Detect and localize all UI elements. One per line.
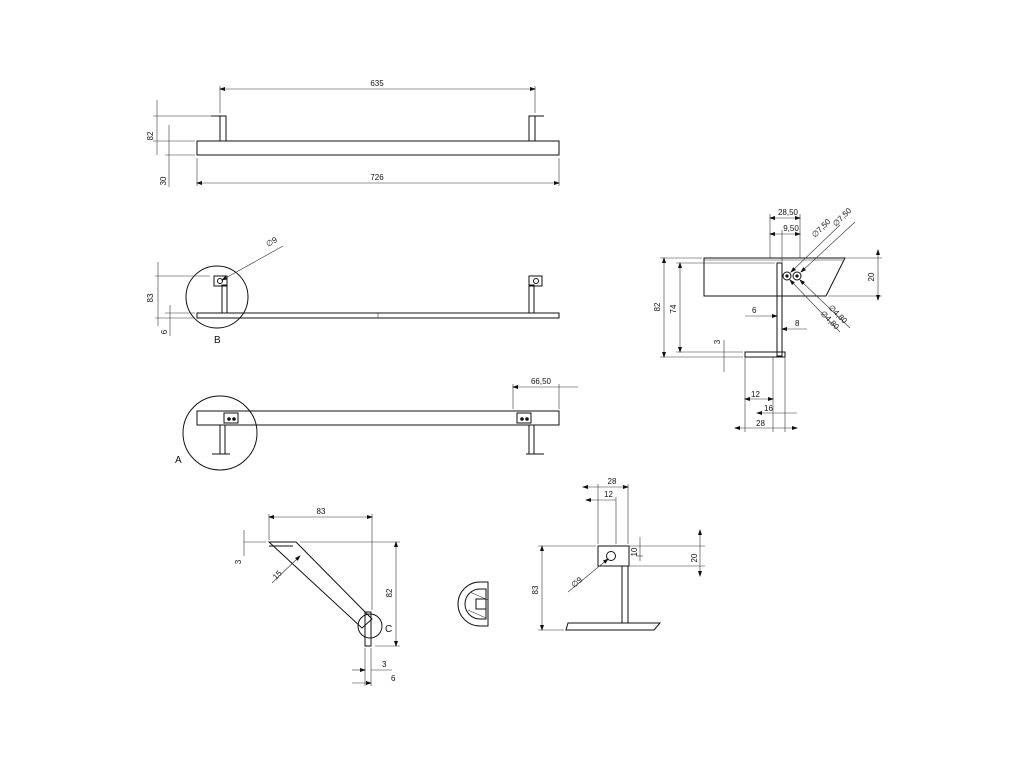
dim-bracket-83: 83 [317,507,326,516]
hole-left [217,278,223,284]
side-view: B ∅9 83 6 [146,235,560,346]
dim-depth: 30 [159,176,168,185]
front-detail-view: 28 12 10 20 83 ∅9 [531,477,705,631]
bracket-detail-view: C 83 82 3 15 3 6 [234,507,400,686]
fastener-a [782,271,792,281]
bracket-stem-left [221,284,228,314]
dim-bracket-15: 15 [271,568,284,581]
dim-front-10: 10 [630,547,639,556]
plate-front [597,545,630,567]
plan-view: A 66,50 [175,377,578,471]
clip-slot [475,598,487,610]
bracket-foot-right [526,425,544,455]
bracket-stem-right [528,284,535,314]
hole-right [533,278,539,284]
dim-front-20: 20 [690,553,699,562]
shelf-bar [196,140,560,156]
dim-side-thickness: 6 [160,329,169,334]
dim-74: 74 [669,304,678,313]
dim-offset: 66,50 [531,377,552,386]
mount-tab-right [528,115,536,141]
bracket-plate-right [528,275,543,287]
dim-dia-7-50-b: ∅7,50 [831,206,854,229]
dim-front-28: 28 [608,477,617,486]
dim-right-20: 20 [867,272,876,281]
dim-bracket-3-top: 3 [234,559,243,564]
dim-height: 82 [146,131,155,140]
dim-8: 8 [795,319,800,328]
dim-front-83: 83 [531,585,540,594]
stem-front [621,565,629,624]
dim-overall-length: 726 [370,173,384,182]
detail-circle-b [185,265,249,329]
section-right-view: 28,50 9,50 ∅7,50 ∅7,50 ∅4,80 ∅4,80 20 82… [653,206,882,432]
bracket-arm [267,541,373,629]
clip-section-view [457,581,489,627]
fastener-b [792,271,802,281]
bracket-upright [364,611,372,647]
shelf-section [703,257,846,297]
bracket-section [776,262,783,357]
hole-front [606,551,616,561]
bracket-plate-left [213,275,228,287]
dim-9-50: 9,50 [783,224,799,233]
dim-12: 12 [751,390,760,399]
dim-bracket-82: 82 [385,588,394,597]
plate-plan-left [223,412,239,424]
detail-circle-c [357,613,383,639]
dim-3: 3 [713,339,722,344]
dim-28: 28 [756,419,765,428]
dim-side-height: 83 [146,293,155,302]
dim-16: 16 [764,404,773,413]
shelf-plan [196,410,560,426]
dim-28-50: 28,50 [778,208,799,217]
dim-82: 82 [653,302,662,311]
dim-front-12: 12 [604,490,613,499]
detail-circle-a [182,395,258,471]
clip-body [457,581,489,627]
dim-dia-7-50-a: ∅7,50 [810,217,833,240]
dim-6: 6 [752,306,757,315]
plate-plan-right [516,412,532,424]
bracket-foot-left [212,425,230,455]
base-front [565,622,662,631]
detail-label-b: B [214,335,221,346]
dim-hole-dia: ∅9 [265,235,280,249]
dim-bracket-6: 6 [391,674,396,683]
detail-label-c: C [385,624,392,635]
mount-tab-left [219,115,227,141]
detail-label-a: A [175,455,182,466]
top-view: 635 726 82 30 [146,79,560,187]
dim-mount-span: 635 [370,79,384,88]
dim-bracket-3-bottom: 3 [382,660,387,669]
dim-front-hole-dia: ∅9 [570,575,585,590]
base-section [744,351,786,358]
